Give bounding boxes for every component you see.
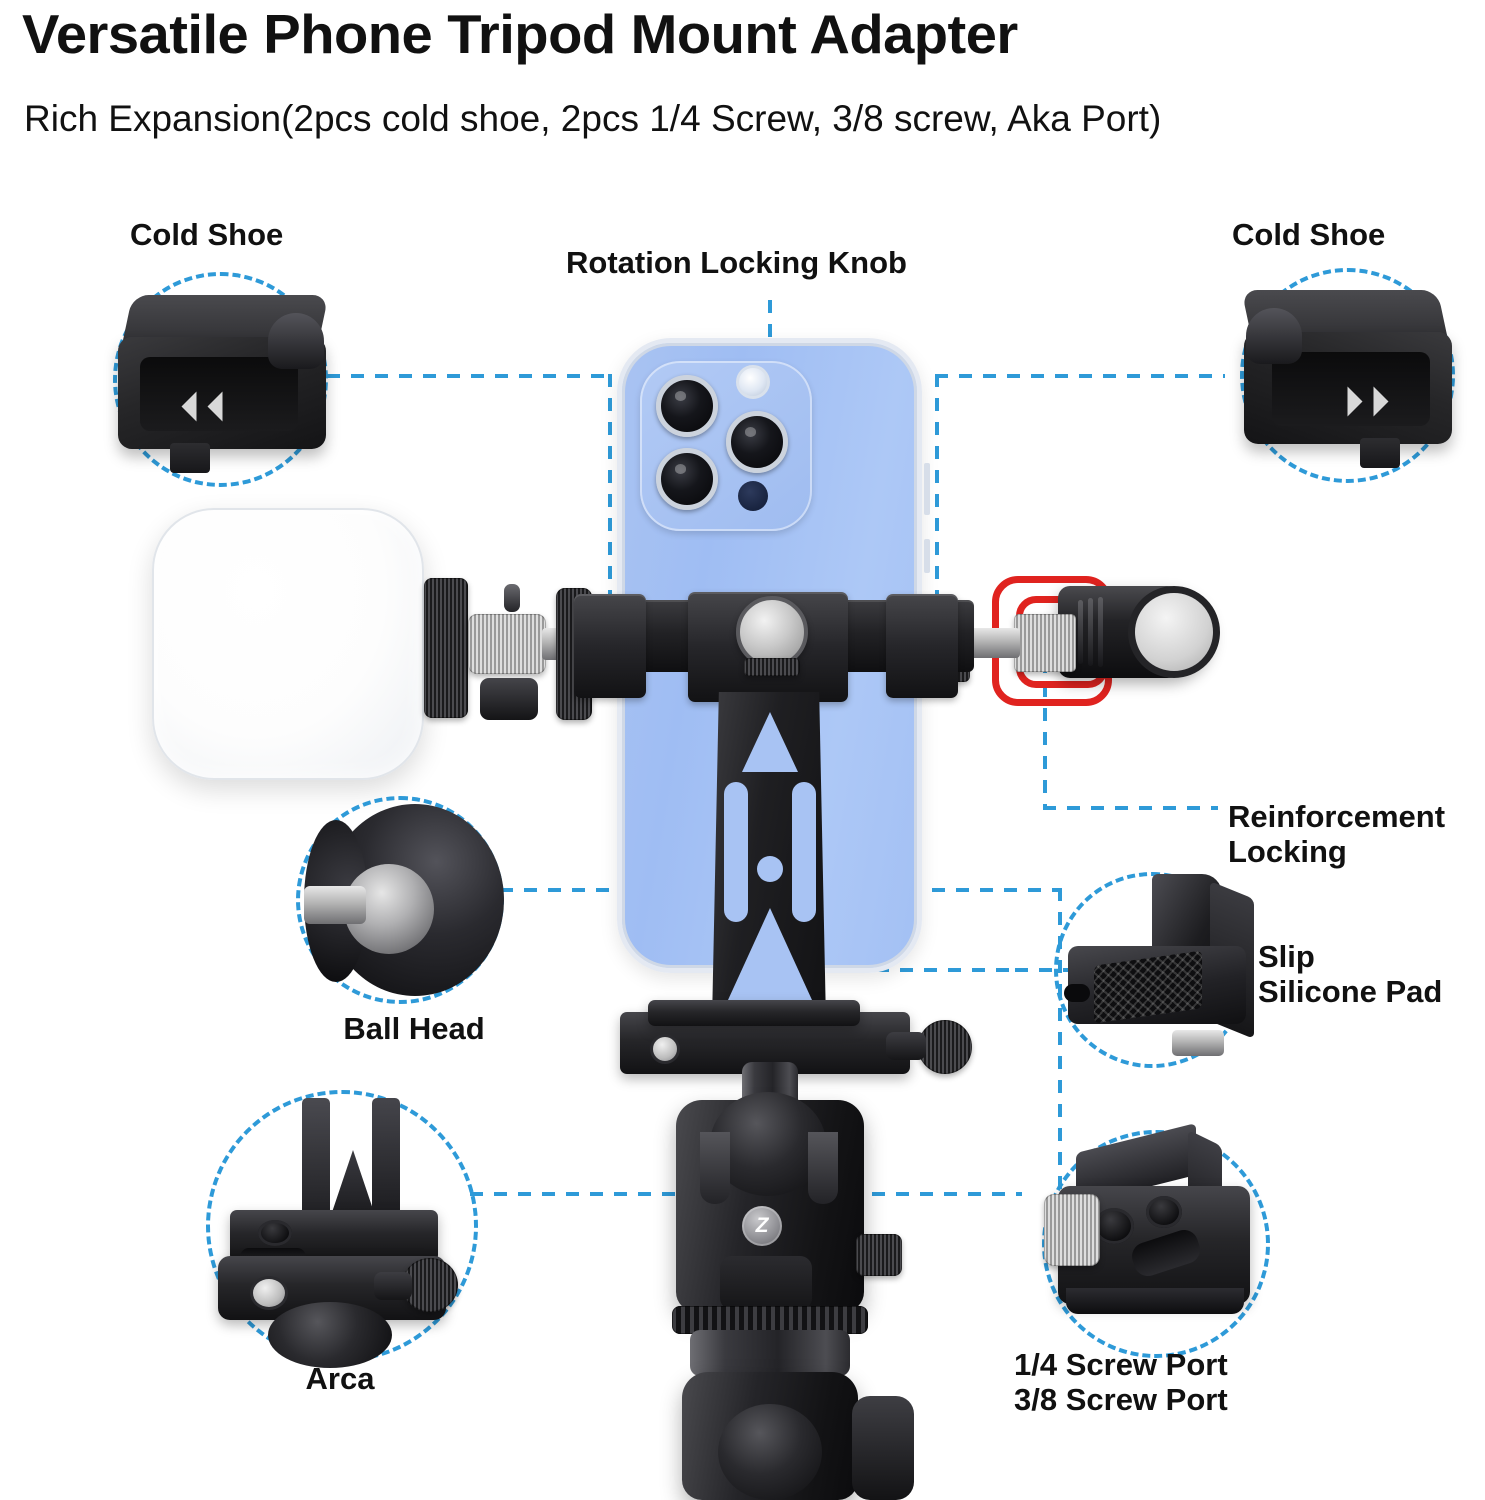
connector-arca bbox=[470, 1192, 720, 1196]
arca-clamp-lever bbox=[886, 1032, 926, 1060]
page-title: Versatile Phone Tripod Mount Adapter bbox=[22, 3, 1018, 65]
ball-head-lock-knob[interactable] bbox=[856, 1234, 902, 1276]
highlight-ring-cold-shoe-right bbox=[1240, 268, 1455, 483]
label-screw-ports: 1/4 Screw Port 3/8 Screw Port bbox=[1014, 1347, 1228, 1417]
ball-head-saddle-left bbox=[700, 1132, 730, 1204]
microphone-grille bbox=[1128, 586, 1220, 678]
clamp-jaw-left bbox=[574, 594, 646, 698]
connector-screw-ports bbox=[800, 1192, 1022, 1196]
connector-reinforcement-horz bbox=[1043, 806, 1218, 810]
bracket-cutout-right bbox=[792, 782, 816, 922]
ball-head-panning-recess bbox=[720, 1256, 812, 1310]
highlight-ring-cold-shoe-left bbox=[113, 272, 328, 487]
arca-detail-bubble-level bbox=[250, 1276, 288, 1310]
mic-lock-knob bbox=[1014, 614, 1076, 672]
label-rotation-locking-knob: Rotation Locking Knob bbox=[566, 245, 907, 280]
connector-reinforcement-vert bbox=[1043, 660, 1047, 810]
bracket-cutout-center-hole bbox=[757, 856, 783, 882]
connector-ball-head-drop bbox=[1058, 888, 1062, 1218]
tripod-leg-sphere bbox=[718, 1404, 822, 1500]
screw-port-thumbscrew[interactable] bbox=[1044, 1194, 1100, 1266]
connector-cold-shoe-right bbox=[935, 374, 1225, 378]
page-subtitle: Rich Expansion(2pcs cold shoe, 2pcs 1/4 … bbox=[24, 98, 1162, 139]
arca-detail-part bbox=[206, 1090, 496, 1370]
led-lock-knob bbox=[468, 614, 546, 674]
camera-lens-ultrawide bbox=[656, 448, 718, 510]
mic-ridge-1 bbox=[1078, 600, 1083, 664]
cold-shoe-left-chevron-1 bbox=[181, 391, 197, 422]
phone-volume-button bbox=[924, 539, 930, 573]
camera-lens-wide bbox=[656, 375, 718, 437]
label-reinforcement-locking: Reinforcement Locking bbox=[1228, 799, 1446, 869]
tripod-column bbox=[690, 1330, 850, 1376]
arca-plate-top bbox=[648, 1000, 860, 1026]
label-arca: Arca bbox=[305, 1361, 375, 1396]
bracket-cutout-left bbox=[724, 782, 748, 922]
camera-flash bbox=[736, 365, 770, 399]
cold-shoe-right-chevron-2 bbox=[1347, 386, 1363, 417]
cold-shoe-right-chevron-1 bbox=[1373, 386, 1389, 417]
cold-shoe-right-part bbox=[1222, 290, 1452, 468]
bubble-level bbox=[650, 1034, 680, 1064]
label-ball-head: Ball Head bbox=[343, 1011, 485, 1046]
arca-clamp-knob[interactable] bbox=[918, 1020, 972, 1074]
connector-cold-shoe-left bbox=[327, 374, 612, 378]
three-eighths-screw-port bbox=[1146, 1196, 1182, 1228]
ball-head-detail-stem bbox=[304, 886, 366, 924]
camera-lens-tele bbox=[726, 411, 788, 473]
arca-detail-thread bbox=[258, 1220, 292, 1246]
reinforcement-bracket-part bbox=[1060, 872, 1270, 1072]
lidar-sensor bbox=[738, 481, 768, 511]
ball-head-detail-part bbox=[296, 796, 506, 1006]
label-cold-shoe-left: Cold Shoe bbox=[130, 217, 284, 252]
connector-cold-shoe-right-drop bbox=[935, 374, 939, 654]
label-cold-shoe-right: Cold Shoe bbox=[1232, 217, 1386, 252]
label-slip-silicone-pad: Slip Silicone Pad bbox=[1258, 939, 1443, 1009]
cold-shoe-left-chevron-2 bbox=[207, 391, 223, 422]
tripod-leg-knob[interactable] bbox=[852, 1396, 914, 1500]
clamp-jaw-right bbox=[886, 594, 958, 698]
led-light-panel bbox=[152, 508, 424, 780]
panning-scale-ring bbox=[672, 1306, 868, 1334]
phone-side-button bbox=[924, 463, 930, 515]
connector-cold-shoe-left-drop bbox=[608, 374, 612, 654]
quarter-inch-screw-port bbox=[1094, 1208, 1134, 1244]
rotation-knob-collar bbox=[744, 658, 800, 676]
screw-port-detail-part bbox=[1030, 1123, 1280, 1358]
led-light-mount bbox=[418, 578, 588, 728]
ball-head-saddle-right bbox=[808, 1132, 838, 1204]
brand-logo-badge: Z bbox=[742, 1206, 782, 1246]
connector-slip-pad bbox=[1015, 968, 1070, 972]
rotation-locking-knob[interactable] bbox=[736, 596, 808, 668]
connector-slip-pad-inner bbox=[780, 968, 1020, 972]
cold-shoe-left-part bbox=[118, 295, 348, 473]
mic-ridge-2 bbox=[1088, 598, 1093, 666]
mic-ridge-3 bbox=[1098, 597, 1103, 667]
